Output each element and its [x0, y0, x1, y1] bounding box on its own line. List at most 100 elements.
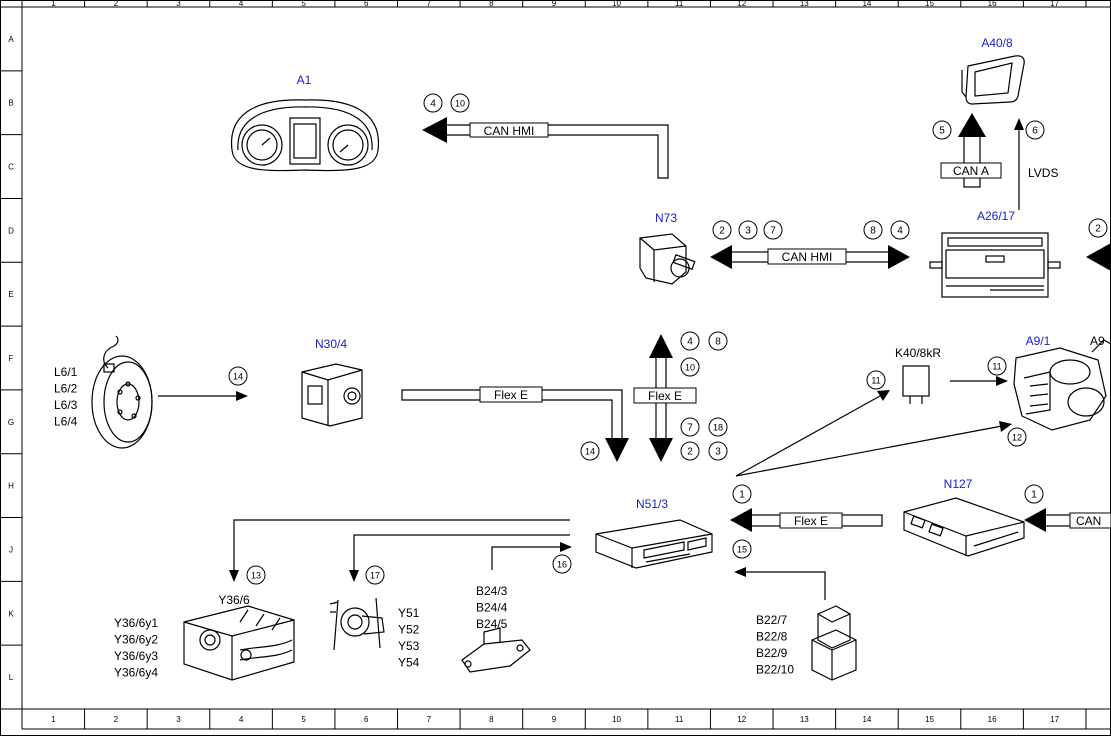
- column-label: 14: [862, 0, 871, 8]
- circled-number-marker: 11: [866, 370, 886, 390]
- column-ticks-bottom: [21, 709, 1087, 729]
- marker-number: 6: [1032, 126, 1038, 137]
- marker-number: 10: [685, 363, 695, 373]
- starter-motor-icon: [1013, 339, 1111, 431]
- column-label: 12: [737, 715, 746, 724]
- marker-number: 2: [719, 226, 725, 237]
- column-label: 13: [800, 0, 809, 8]
- circled-number-marker: 1: [732, 484, 752, 504]
- column-ticks-top: [21, 0, 1087, 7]
- marker-number: 3: [745, 226, 751, 237]
- label-y36-6y: Y36/6y4: [114, 666, 158, 680]
- column-label: 8: [489, 715, 494, 724]
- bus-label-can-right: CAN: [1076, 514, 1101, 528]
- relay-icon: [902, 365, 930, 404]
- marker-number: 1: [739, 490, 745, 501]
- circled-number-marker: 14: [580, 441, 600, 461]
- circled-number-marker: 3: [708, 441, 728, 461]
- marker-number: 1: [1031, 490, 1037, 501]
- marker-number: 4: [687, 337, 693, 348]
- column-label: 15: [925, 715, 934, 724]
- marker-number: 16: [557, 560, 567, 570]
- column-label: 4: [239, 0, 244, 8]
- circled-number-marker: 11: [987, 356, 1007, 376]
- label-l6: L6/4: [54, 415, 78, 429]
- n51-to-y36-link: [229, 519, 570, 582]
- marker-number: 7: [687, 423, 693, 434]
- circled-number-marker: 10: [450, 93, 470, 113]
- bus-label-flex-e-vertical: Flex E: [648, 389, 682, 403]
- label-a9-1: A9/1: [1026, 334, 1051, 348]
- label-a9: A9: [1090, 334, 1105, 348]
- label-y51-y54: Y53: [398, 639, 420, 653]
- circled-number-marker: 4: [423, 93, 443, 113]
- column-label: 3: [176, 715, 181, 724]
- label-a1: A1: [297, 73, 312, 87]
- row-label: L: [9, 673, 14, 682]
- circled-number-marker: 3: [738, 220, 758, 240]
- bus-label-can-a: CAN A: [953, 164, 989, 178]
- column-label: 2: [114, 715, 119, 724]
- circled-number-marker: 2: [712, 220, 732, 240]
- bus-label-flex-e-bottom: Flex E: [794, 514, 828, 528]
- flex-e-link-n127: [730, 508, 883, 532]
- circled-number-marker: 4: [890, 220, 910, 240]
- marker-number: 15: [737, 545, 747, 555]
- label-b24: B24/5: [476, 617, 508, 631]
- marker-number: 17: [370, 571, 380, 581]
- label-b22: B22/8: [756, 630, 788, 644]
- column-label: 16: [988, 715, 997, 724]
- display-unit-icon: [961, 55, 1025, 105]
- column-label: 9: [552, 715, 557, 724]
- label-y51-y54: Y51: [398, 606, 420, 620]
- column-label: 1: [51, 0, 56, 8]
- marker-number: 13: [251, 571, 261, 581]
- circled-number-marker: 17: [365, 565, 385, 585]
- marker-number: 5: [939, 126, 945, 137]
- column-label: 10: [612, 715, 621, 724]
- marker-number: 8: [715, 337, 721, 348]
- marker-number: 18: [713, 423, 723, 433]
- can-hmi-link-a1: [422, 117, 669, 179]
- label-n51-3: N51/3: [636, 497, 668, 511]
- circled-number-marker: 15: [732, 539, 752, 559]
- l6-arrowhead: [236, 391, 248, 401]
- label-y36-6y: Y36/6y2: [114, 633, 158, 647]
- column-label: 1: [51, 715, 56, 724]
- circled-number-marker: 7: [680, 417, 700, 437]
- column-label: 5: [301, 715, 306, 724]
- label-y51-y54: Y54: [398, 656, 420, 670]
- circled-number-marker: 7: [763, 220, 783, 240]
- label-y51-y54: Y52: [398, 623, 420, 637]
- ignition-switch-icon: [639, 233, 696, 285]
- column-label: 5: [301, 0, 306, 8]
- row-label: C: [8, 163, 14, 172]
- circled-number-marker: 10: [680, 357, 700, 377]
- powertrain-control-icon: [903, 497, 1025, 557]
- column-label: 12: [737, 0, 746, 8]
- b24-to-n51-link: [491, 542, 572, 570]
- starter-arrowhead: [999, 421, 1012, 432]
- label-b22: B22/7: [756, 613, 788, 627]
- row-label: K: [8, 609, 14, 618]
- marker-number: 2: [687, 447, 693, 458]
- label-y36-6y: Y36/6y3: [114, 649, 158, 663]
- bus-label-can-hmi-top: CAN HMI: [484, 124, 535, 138]
- marker-number: 4: [430, 99, 436, 110]
- relay-arrowhead: [877, 390, 890, 401]
- row-label: G: [8, 418, 14, 427]
- flex-e-link-vertical: [633, 334, 697, 462]
- y36-valve-block-icon: [183, 605, 295, 681]
- marker-number: 7: [770, 226, 776, 237]
- marker-number: 4: [897, 226, 903, 237]
- column-label: 6: [364, 0, 369, 8]
- relay-to-starter-link: [950, 376, 1008, 386]
- label-b24: B24/4: [476, 601, 508, 615]
- row-label: B: [8, 99, 13, 108]
- marker-number: 14: [233, 372, 243, 382]
- circled-number-marker: 14: [228, 366, 248, 386]
- label-b22: B22/10: [756, 663, 794, 677]
